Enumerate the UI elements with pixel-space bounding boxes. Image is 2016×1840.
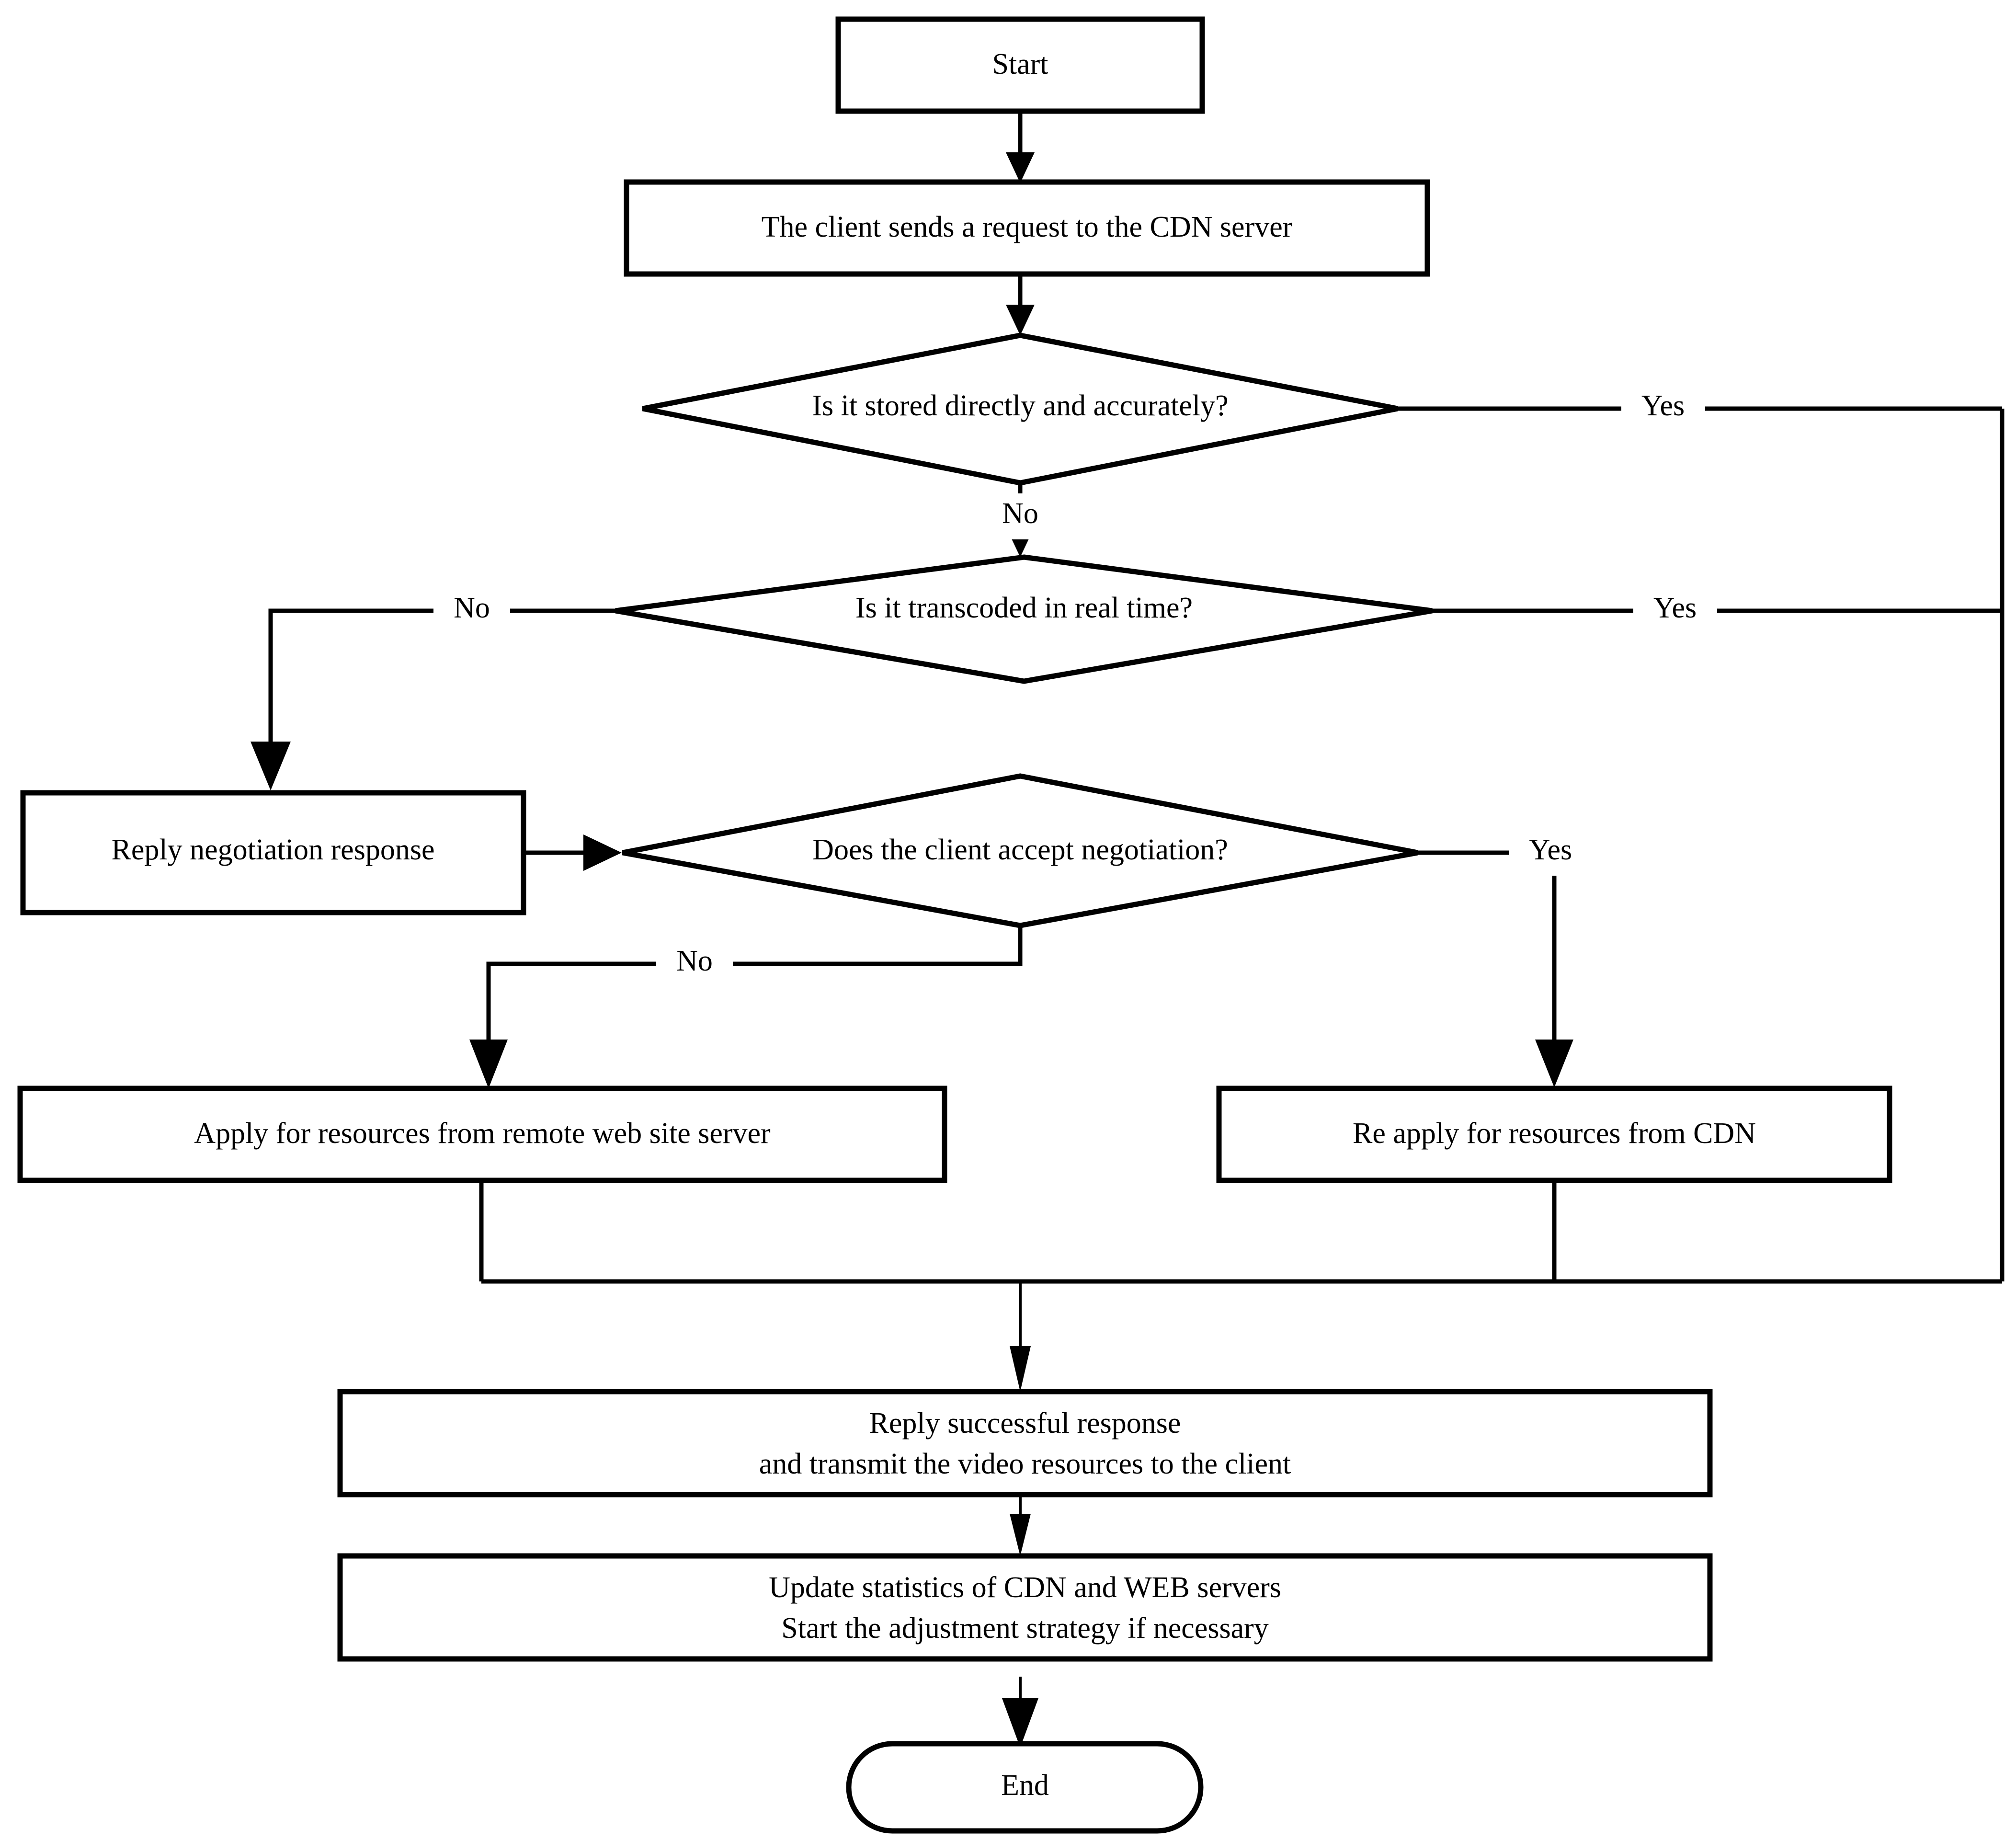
edge-label-transcoded-no: No <box>433 588 510 634</box>
node-send-request[interactable]: The client sends a request to the CDN se… <box>624 179 1430 277</box>
node-update-statistics[interactable]: Update statistics of CDN and WEB servers… <box>337 1553 1713 1662</box>
node-reply-successful-label-line2: and transmit the video resources to the … <box>759 1448 1291 1480</box>
edge-merge-to-reply-success <box>1010 1281 1031 1392</box>
edge-label-stored-yes: Yes <box>1621 386 1705 432</box>
node-is-transcoded-decision[interactable]: Is it transcoded in real time? <box>615 554 1433 684</box>
node-start-label: Start <box>992 48 1048 80</box>
edge-label-stored-no: No <box>984 493 1056 539</box>
edge-label-stored-yes-text: Yes <box>1641 389 1685 422</box>
edge-label-accept-no: No <box>656 941 733 987</box>
node-end[interactable]: End <box>846 1741 1204 1834</box>
node-end-label: End <box>1001 1769 1049 1802</box>
node-is-transcoded-label: Is it transcoded in real time? <box>855 592 1193 624</box>
node-is-stored-label: Is it stored directly and accurately? <box>812 389 1228 422</box>
node-accept-negotiation-label: Does the client accept negotiation? <box>812 834 1228 866</box>
node-reply-successful-label-line1: Reply successful response <box>869 1407 1181 1440</box>
edge-label-transcoded-no-text: No <box>454 592 490 624</box>
node-send-request-label: The client sends a request to the CDN se… <box>762 211 1293 243</box>
edge-label-transcoded-yes: Yes <box>1633 588 1717 634</box>
node-start[interactable]: Start <box>835 16 1205 114</box>
node-update-statistics-label-line1: Update statistics of CDN and WEB servers <box>769 1571 1281 1604</box>
node-accept-negotiation-decision[interactable]: Does the client accept negotiation? <box>622 773 1419 928</box>
edge-label-transcoded-yes-text: Yes <box>1653 592 1697 624</box>
node-reply-successful[interactable]: Reply successful response and transmit t… <box>337 1389 1713 1497</box>
edge-send-request-to-stored <box>1006 273 1035 335</box>
edge-reply-success-to-update-stats <box>1010 1495 1031 1556</box>
node-reply-negotiation[interactable]: Reply negotiation response <box>20 790 526 915</box>
edge-start-to-send-request <box>1006 110 1035 183</box>
node-update-statistics-label-line2: Start the adjustment strategy if necessa… <box>781 1612 1269 1645</box>
edge-accept-no <box>469 925 1023 1088</box>
edge-label-accept-yes: Yes <box>1509 830 1593 876</box>
node-reapply-cdn-label: Re apply for resources from CDN <box>1353 1117 1756 1150</box>
edge-label-stored-no-text: No <box>1002 497 1038 530</box>
edge-accept-yes <box>1418 850 1573 1087</box>
node-reapply-cdn[interactable]: Re apply for resources from CDN <box>1216 1086 1892 1183</box>
edge-update-stats-to-end <box>1002 1677 1038 1748</box>
node-is-stored-decision[interactable]: Is it stored directly and accurately? <box>642 332 1399 486</box>
node-apply-remote[interactable]: Apply for resources from remote web site… <box>17 1086 947 1183</box>
edge-reply-nego-to-accept <box>522 834 622 871</box>
edge-label-accept-yes-text: Yes <box>1529 834 1572 866</box>
edge-label-accept-no-text: No <box>676 945 713 977</box>
edge-transcoded-no <box>251 608 615 790</box>
node-reply-negotiation-label: Reply negotiation response <box>112 834 435 866</box>
node-apply-remote-label: Apply for resources from remote web site… <box>194 1117 771 1150</box>
